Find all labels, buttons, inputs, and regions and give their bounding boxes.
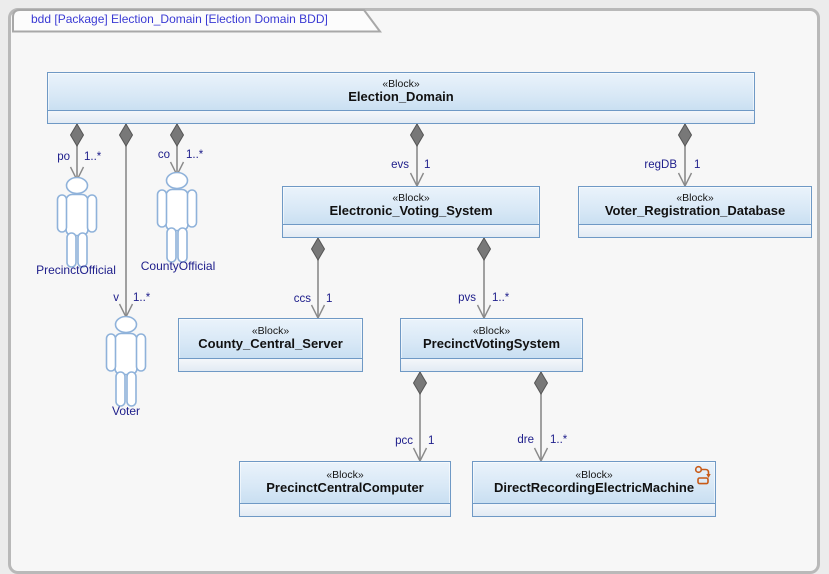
edge-evs[interactable] xyxy=(409,123,425,188)
composition-diamond-icon xyxy=(169,123,185,147)
block-name: Electronic_Voting_System xyxy=(329,203,493,219)
block-compartment xyxy=(283,224,539,237)
edge-v-mult[interactable]: 1..* xyxy=(133,292,151,304)
stereotype-label: «Block» xyxy=(251,325,290,337)
edge-v[interactable] xyxy=(118,123,134,319)
block-precinct-central-computer[interactable]: «Block» PrecinctCentralComputer xyxy=(239,461,451,517)
block-compartment xyxy=(179,358,362,371)
edge-dre-role[interactable]: dre xyxy=(517,434,534,446)
block-compartment xyxy=(579,224,811,237)
block-name: PrecinctCentralComputer xyxy=(266,480,424,496)
stereotype-label: «Block» xyxy=(392,192,430,204)
stereotype-label: «Block» xyxy=(326,469,364,481)
stereotype-label: «Block» xyxy=(382,78,420,90)
composition-diamond-icon xyxy=(476,237,492,261)
block-name: DirectRecordingElectricMachine xyxy=(493,480,695,496)
actor-precinct-official-label: PrecinctOfficial xyxy=(36,263,116,277)
edge-v-role[interactable]: v xyxy=(113,292,119,304)
block-precinct-voting-system[interactable]: «Block» PrecinctVotingSystem xyxy=(400,318,583,372)
block-name: County_Central_Server xyxy=(198,336,343,352)
edge-evs-mult[interactable]: 1 xyxy=(424,159,431,171)
block-header: «Block» County_Central_Server xyxy=(179,319,362,358)
actor-voter-label: Voter xyxy=(111,404,141,418)
block-header: «Block» Voter_Registration_Database xyxy=(579,187,811,224)
block-header: «Block» Electronic_Voting_System xyxy=(283,187,539,224)
block-compartment xyxy=(48,110,754,123)
edge-pcc-mult[interactable]: 1 xyxy=(428,435,435,447)
stereotype-label: «Block» xyxy=(575,469,613,481)
edge-po-role[interactable]: po xyxy=(57,151,70,163)
edge-dre-mult[interactable]: 1..* xyxy=(550,434,568,446)
actor-county-official-icon[interactable] xyxy=(153,172,201,264)
edge-co-role[interactable]: co xyxy=(157,149,170,161)
block-header: «Block» DirectRecordingElectricMachine xyxy=(473,462,715,503)
block-header: «Block» Election_Domain xyxy=(48,73,754,110)
edge-regdb-role[interactable]: regDB xyxy=(644,159,677,171)
block-election-domain[interactable]: «Block» Election_Domain xyxy=(47,72,755,124)
block-name: PrecinctVotingSystem xyxy=(422,336,561,352)
composition-diamond-icon xyxy=(677,123,693,147)
composition-diamond-icon xyxy=(118,123,134,147)
edge-pvs-mult[interactable]: 1..* xyxy=(492,292,510,304)
edge-pvs[interactable] xyxy=(476,237,492,320)
edge-co-mult[interactable]: 1..* xyxy=(186,149,204,161)
composition-diamond-icon xyxy=(409,123,425,147)
actor-precinct-official-icon[interactable] xyxy=(53,177,101,269)
composition-diamond-icon xyxy=(533,371,549,395)
block-name: Election_Domain xyxy=(348,89,454,105)
edge-ccs-role[interactable]: ccs xyxy=(293,293,311,305)
frame-tab-label: bdd [Package] Election_Domain [Election … xyxy=(31,12,328,26)
edge-ccs[interactable] xyxy=(310,237,326,320)
block-name: Voter_Registration_Database xyxy=(604,203,786,219)
block-compartment xyxy=(240,503,450,516)
edge-layer xyxy=(69,123,693,463)
block-header: «Block» PrecinctVotingSystem xyxy=(401,319,582,358)
block-direct-recording-electric-machine[interactable]: «Block» DirectRecordingElectricMachine xyxy=(472,461,716,517)
structure-diagram-icon[interactable] xyxy=(694,465,712,485)
frame-tab xyxy=(12,9,382,33)
stereotype-label: «Block» xyxy=(472,325,511,337)
block-electronic-voting-system[interactable]: «Block» Electronic_Voting_System xyxy=(282,186,540,238)
composition-diamond-icon xyxy=(412,371,428,395)
edge-regdb-mult[interactable]: 1 xyxy=(694,159,701,171)
block-compartment xyxy=(401,358,582,371)
edge-pvs-role[interactable]: pvs xyxy=(458,292,476,304)
edge-ccs-mult[interactable]: 1 xyxy=(326,293,333,305)
edge-po[interactable] xyxy=(69,123,85,182)
block-header: «Block» PrecinctCentralComputer xyxy=(240,462,450,503)
block-county-central-server[interactable]: «Block» County_Central_Server xyxy=(178,318,363,372)
edge-evs-role[interactable]: evs xyxy=(391,159,409,171)
edge-dre[interactable] xyxy=(533,371,549,463)
edge-regdb[interactable] xyxy=(677,123,693,188)
actor-voter-icon[interactable] xyxy=(102,316,150,408)
composition-diamond-icon xyxy=(310,237,326,261)
block-voter-registration-database[interactable]: «Block» Voter_Registration_Database xyxy=(578,186,812,238)
edge-pcc[interactable] xyxy=(412,371,428,463)
edge-co[interactable] xyxy=(169,123,185,177)
composition-diamond-icon xyxy=(69,123,85,147)
actor-county-official-label: CountyOfficial xyxy=(140,259,216,273)
edge-po-mult[interactable]: 1..* xyxy=(84,151,102,163)
edge-pcc-role[interactable]: pcc xyxy=(395,435,413,447)
block-compartment xyxy=(473,503,715,516)
stereotype-label: «Block» xyxy=(676,192,714,204)
